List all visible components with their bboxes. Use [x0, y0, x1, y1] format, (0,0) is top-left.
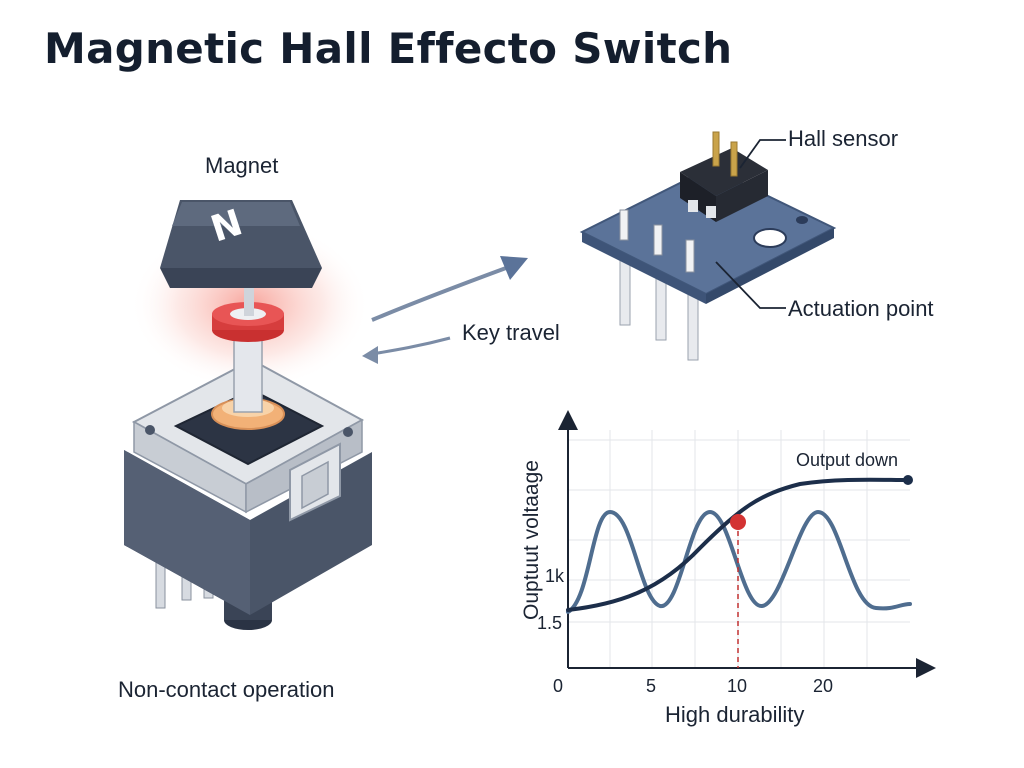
non-contact-label: Non-contact operation — [118, 677, 335, 702]
voltage-chart: Ouptuut voltaage — [520, 410, 936, 678]
page-title: Magnetic Hall Effecto Switch — [44, 24, 733, 73]
series-output-curve — [566, 477, 910, 612]
actuation-point-label: Actuation point — [788, 296, 934, 321]
switch-illustration: N — [124, 200, 372, 630]
series-end-point — [903, 475, 913, 485]
actuation-marker — [730, 514, 746, 530]
x-tick-label: 5 — [646, 676, 657, 696]
y-axis-label: Ouptuut voltaage — [520, 460, 543, 620]
chart-annotation: Output down — [796, 450, 899, 470]
y-tick-label: 1.5 — [537, 613, 563, 633]
hall-sensor-board — [579, 131, 837, 361]
hall-sensor-label: Hall sensor — [788, 126, 899, 151]
key-travel-label: Key travel — [462, 320, 560, 345]
series-oscillating-curve — [566, 509, 912, 614]
x-tick-label: 10 — [727, 676, 748, 696]
key-travel-arrows — [362, 256, 528, 364]
x-axis-label: High durability — [665, 702, 805, 727]
y-tick-label: 1k — [545, 566, 565, 586]
magnet-label: Magnet — [205, 153, 279, 178]
x-tick-label: 0 — [553, 676, 564, 696]
x-tick-label: 20 — [813, 676, 834, 696]
